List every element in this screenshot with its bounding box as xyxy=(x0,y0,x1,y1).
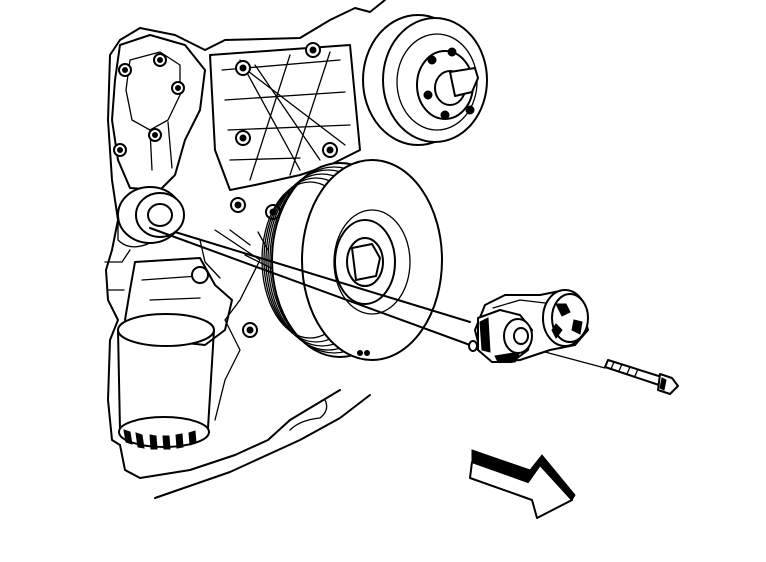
upper-pulley xyxy=(362,14,488,146)
idler-pulley xyxy=(117,186,185,248)
crankshaft-pulley xyxy=(261,159,443,361)
engine-block xyxy=(104,0,386,499)
oil-filter xyxy=(117,257,233,450)
direction-arrow xyxy=(469,449,576,519)
block-bolts xyxy=(113,42,338,338)
tensioner-bolt xyxy=(604,359,679,395)
belt-tensioner xyxy=(468,289,589,363)
